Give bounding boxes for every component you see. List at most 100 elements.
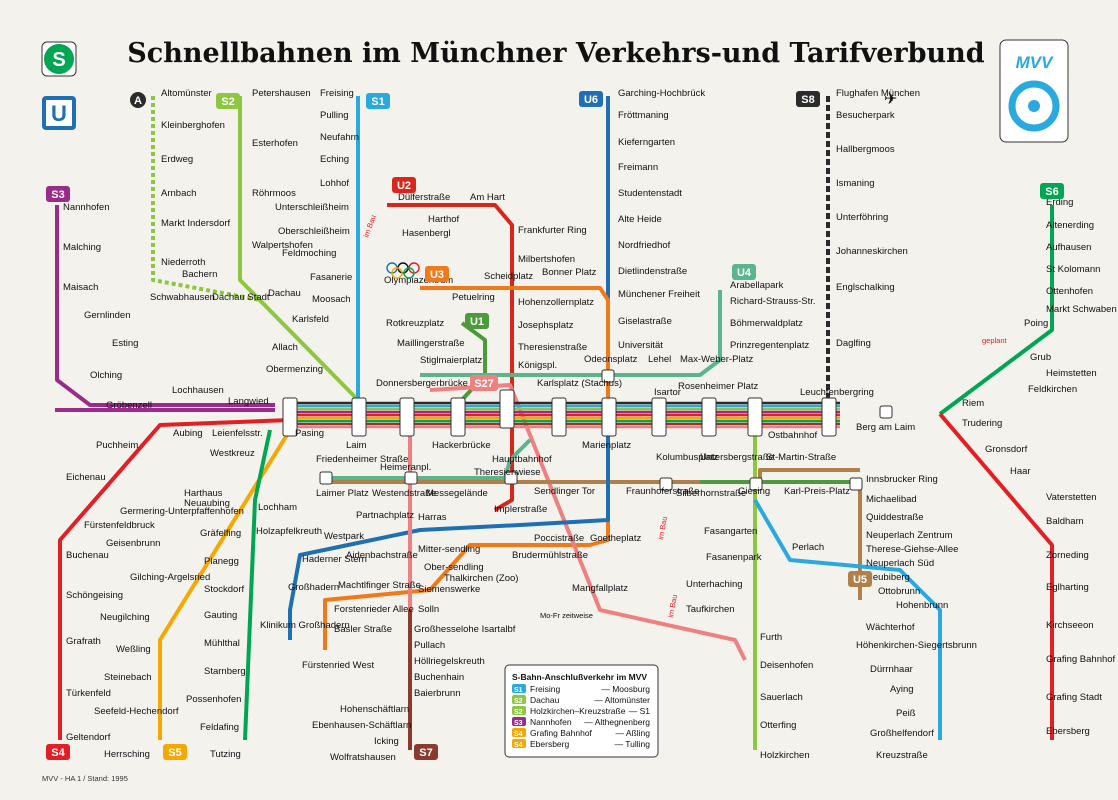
station-label: Gronsdorf (985, 444, 1028, 455)
line-badge-u6 (579, 91, 603, 107)
station-label: Solln (418, 604, 439, 615)
station-label: Taufkirchen (686, 604, 735, 615)
station-label: Neufahrn (320, 132, 359, 143)
badge-text: U1 (470, 316, 484, 328)
station-label: Geltendorf (66, 732, 111, 743)
station-label: Donnersbergerbrücke (376, 378, 468, 389)
legend-line: S2 (514, 709, 523, 716)
station-label: Zorneding (1046, 550, 1089, 561)
station-label: Machtlfinger Straße (338, 580, 421, 591)
station-label: Milbertshofen (518, 254, 575, 265)
station-label: Marienplatz (582, 440, 631, 451)
station-label: Messegelände (426, 488, 488, 499)
station-label: Ebersberg (1046, 726, 1090, 737)
station-label: Peiß (896, 708, 916, 719)
line-badge-s4 (46, 744, 70, 760)
station-label: Allach (272, 342, 298, 353)
line-s4-segment-11 (938, 412, 1054, 740)
small-stop-box-5 (659, 477, 673, 491)
station-label: Haderner Stern (302, 554, 367, 565)
badge-text: A (134, 95, 142, 107)
station-label: Englschalking (836, 282, 895, 293)
terminus-a-badge (130, 92, 146, 108)
station-label: Gilching-Argelsried (130, 572, 210, 583)
station-label: Germering-Unterpfaffenhofen (120, 506, 244, 517)
station-label: Trudering (962, 418, 1002, 429)
station-label: Klinikum Großhadern (260, 620, 350, 631)
line-badge-u2 (392, 177, 416, 193)
station-label: Furth (760, 632, 782, 643)
legend-to: — Altomünster (594, 695, 650, 705)
line-badge-s2 (216, 93, 240, 109)
legend-title: S-Bahn-Anschlußverkehr im MVV (512, 672, 647, 682)
legend-to: — Althegnenberg (584, 717, 650, 727)
station-label: Geisenbrunn (106, 538, 160, 549)
line-u6-segment-18 (288, 420, 610, 640)
station-label: Hasenbergl (402, 228, 451, 239)
legend-line: S4 (514, 742, 523, 749)
station-label: Rosenheimer Platz (678, 381, 759, 392)
station-label: Kolumbusplatz (656, 452, 719, 463)
line-u5-segment-15 (320, 468, 860, 484)
badge-text: S8 (801, 94, 814, 106)
interchange-box-2 (399, 397, 415, 437)
line-s6-segment-25 (243, 429, 272, 741)
line-badge-s27 (470, 375, 498, 391)
station-label: Thalkirchen (Zoo) (444, 573, 518, 584)
legend-line: S4 (514, 731, 523, 738)
station-label: Ober-sendling (424, 562, 484, 573)
station-label: Leuchtenbergring (800, 387, 874, 398)
station-label: Therese-Giehse-Allee (866, 544, 958, 555)
station-label: Poing (1024, 318, 1048, 329)
station-label: Eching (320, 154, 349, 165)
station-label: Lohhof (320, 178, 349, 189)
station-label: Mühlthal (204, 638, 240, 649)
legend-line: S2 (514, 698, 523, 705)
station-label: Freising (320, 88, 354, 99)
note-mo-fr: Mo-Fr zeitweise (540, 611, 593, 620)
station-label: Josephsplatz (518, 320, 574, 331)
station-label: Starnberg (204, 666, 246, 677)
station-label: Quiddestraße (866, 512, 924, 523)
station-label: Schwabhausen (150, 292, 215, 303)
station-label: Obermenzing (266, 364, 323, 375)
interchange-box-6 (601, 397, 617, 437)
station-label: Walpertshofen (252, 240, 313, 251)
station-label: Malching (63, 242, 101, 253)
station-label: Fröttmaning (618, 110, 669, 121)
line-badge-u4 (732, 264, 756, 280)
s-bahn-logo: S (41, 41, 77, 77)
small-stop-box-1 (879, 405, 893, 419)
station-label: Icking (374, 736, 399, 747)
station-label: Seefeld-Hechendorf (94, 706, 179, 717)
station-label: Brudermühlstraße (512, 550, 588, 561)
station-label: Höllriegelskreuth (414, 656, 485, 667)
station-label: Großhelfendorf (870, 728, 934, 739)
station-label: Besucherpark (836, 110, 895, 121)
legend-line: S1 (514, 687, 523, 694)
station-label: Petuelring (452, 292, 495, 303)
badge-text: S7 (419, 747, 432, 759)
station-label: Dachau Stadt (212, 292, 270, 303)
station-label: Olching (90, 370, 122, 381)
small-stop-box-0 (601, 369, 615, 383)
station-label: Esting (112, 338, 138, 349)
station-label: Hauptbahnhof (492, 454, 552, 465)
station-label: Lochham (258, 502, 297, 513)
station-label: Lehel (648, 354, 671, 365)
station-label: Richard-Strauss-Str. (730, 296, 816, 307)
station-label: Langwied (228, 396, 269, 407)
station-label: Hohenzollernplatz (518, 297, 594, 308)
interchange-box-4 (499, 389, 515, 429)
badge-text: U6 (584, 94, 598, 106)
station-label: Odeonsplatz (584, 354, 638, 365)
station-label: Großhadern (288, 582, 339, 593)
station-label: Gräfelfing (200, 528, 241, 539)
line-badge-s7 (414, 744, 438, 760)
station-label: Forstenrieder Allee (334, 604, 414, 615)
small-stop-box-4 (504, 471, 518, 485)
station-label: Garching-Hochbrück (618, 88, 705, 99)
station-label: Fasanenpark (706, 552, 762, 563)
station-label: Leienfelsstr. (212, 428, 263, 439)
